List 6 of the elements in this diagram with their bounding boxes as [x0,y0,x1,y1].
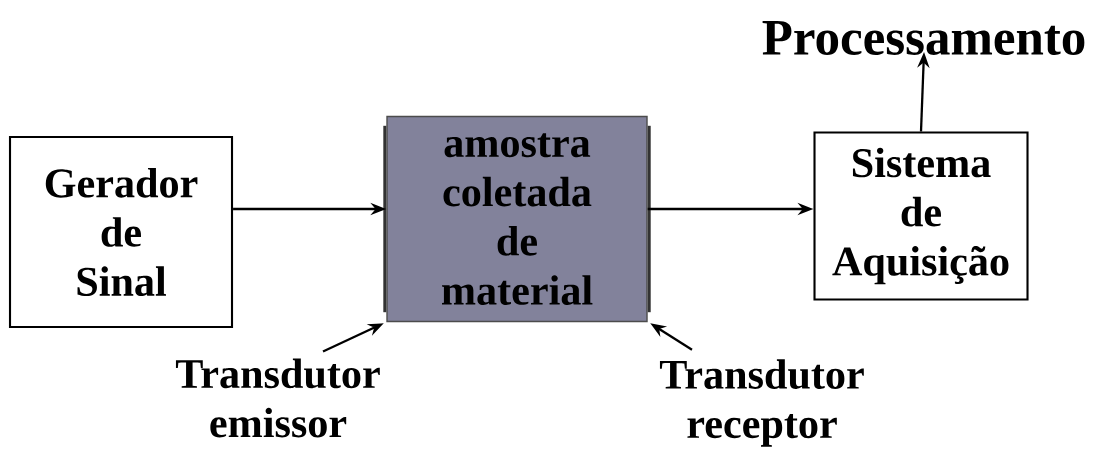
process-box: Gerador de Sinal [8,135,234,329]
heading-text: Processamento [762,21,1085,55]
label-text: Transdutor emissor [175,358,380,438]
process-box: Sistema de Aquisição [813,131,1029,301]
sample-block: amostra coletada de material [386,115,648,323]
label-text: Transdutor receptor [659,359,864,447]
